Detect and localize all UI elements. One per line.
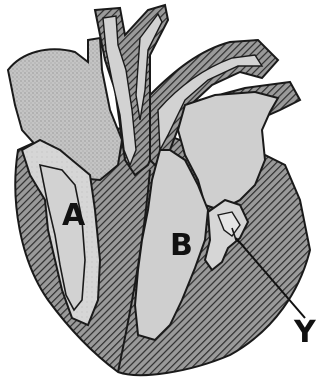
label-b: B bbox=[170, 228, 193, 263]
label-y: Y bbox=[293, 315, 317, 350]
label-a: A bbox=[62, 198, 86, 233]
